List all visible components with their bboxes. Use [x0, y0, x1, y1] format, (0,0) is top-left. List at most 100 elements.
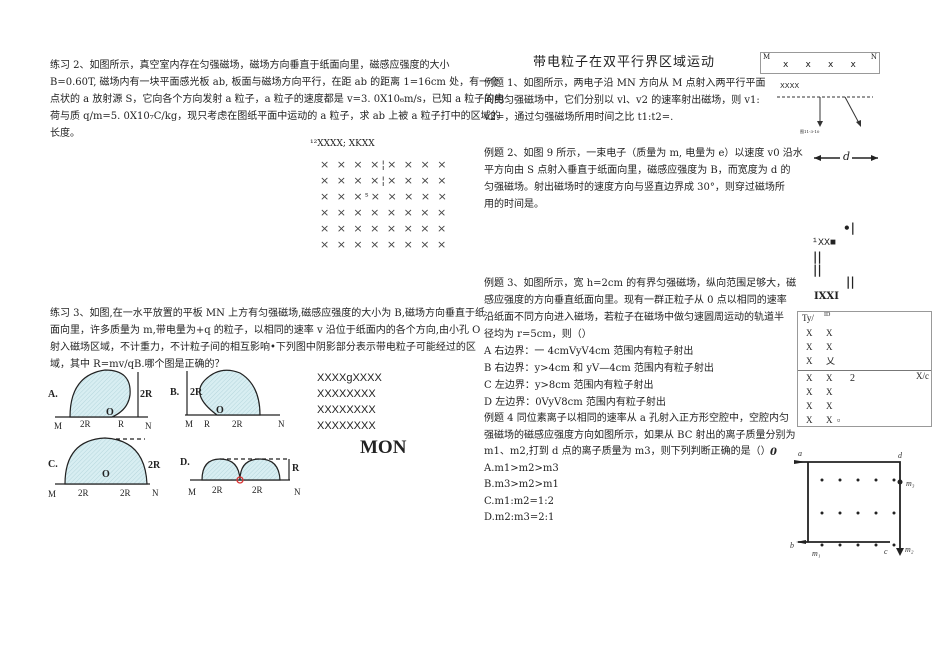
svg-text:R: R [118, 419, 124, 429]
svg-text:2R: 2R [120, 488, 131, 498]
text-line: 长度。 [50, 128, 80, 139]
text-line: × × × × × × × × [320, 206, 449, 219]
svg-text:O: O [106, 407, 114, 418]
text-line: 射入磁场区域，不计重力，不计粒子间的相互影响•下列图中阴影部分表示带电粒子可能经… [50, 342, 476, 353]
svg-text:M: M [185, 419, 193, 429]
option-c-label: C. [48, 459, 58, 470]
option-b-label: B. [170, 387, 180, 398]
text-line: 练习 3、如图,在一水平放置的平板 MN 上方有匀强磁场,磁感应强度的大小为 B… [50, 308, 485, 319]
svg-text:N: N [145, 421, 152, 431]
text-line: 感应强度的方向垂直纸面向里。现有一群正粒子从 0 点以相同的速率 [484, 295, 787, 306]
svg-text:2R: 2R [252, 485, 263, 495]
option-a-label: A. [48, 389, 58, 400]
text-line: C 左边界：y>8cm 范围内有粒子射出 [484, 380, 654, 391]
svg-text:m₂: m₂ [905, 545, 914, 554]
field-x-block: XXXXgXXXX XXXXXXXX XXXXXXXX XXXXXXXX [317, 370, 382, 434]
text-line: XXXXgXXXX [317, 372, 382, 384]
text-line: XXXXXXXX [317, 404, 376, 416]
text-line: 沿纸面不同方向进入磁场，若粒子在磁场中做匀速圆周运动的轨道半 [484, 312, 784, 323]
text-line: 面向里，许多质量为 m,带电量为+q 的粒子，以相同的速率 v 沿位于纸面内的各… [50, 325, 481, 336]
text-line: 例题 1、如图所示，两电子沿 MN 方向从 M 点射入两平行平面 [484, 78, 766, 89]
svg-text:O: O [102, 469, 110, 480]
svg-text:M: M [188, 487, 196, 497]
example-3-text: 例题 3、如图所示，宽 h=2cm 的有界匀强磁场，纵向范围足够大，磁感应强度的… [484, 275, 796, 411]
svg-text:2R: 2R [148, 460, 161, 471]
svg-text:2R: 2R [80, 419, 91, 429]
text-line: 例题 3、如图所示，宽 h=2cm 的有界匀强磁场，纵向范围足够大，磁 [484, 278, 797, 289]
magnetic-field-grid: × × × ×¦× × × × × × × ×¦× × × × × × ×ˢ× × … [320, 157, 449, 253]
text-line: X X [806, 401, 833, 411]
field-dot [874, 543, 878, 547]
field-dot [820, 543, 824, 547]
svg-text:b: b [790, 541, 794, 550]
text-line: X X [806, 373, 833, 383]
text-line: 练习 2、如图所示，真空室内存在匀强磁场，磁场方向垂直于纸面向里，磁感应强度的大… [50, 60, 450, 71]
fig-label: ¹²XXXX; XKXX [310, 139, 375, 149]
example-4-text: 例题 4 同位素离子以相同的速率从 a 孔射入正方形空腔中，空腔内匀强磁场的磁感… [484, 411, 796, 527]
svg-text:2R: 2R [212, 485, 223, 495]
field-dot [838, 478, 842, 482]
text-line: A 右边界：一 4cmVyV4cm 范围内有粒子射出 [484, 346, 694, 357]
text-line: A.m1>m2>m3 [484, 462, 559, 474]
field-dot [892, 511, 896, 515]
text-line: × × × ×¦× × × × [320, 158, 449, 171]
text-line: 例题 4 同位素离子以相同的速率从 a 孔射入正方形空腔中，空腔内匀 [484, 413, 790, 424]
text-line: × × × × × × × × [320, 222, 449, 235]
text-line: X X ▫ [806, 415, 841, 425]
svg-text:2R: 2R [78, 488, 89, 498]
text-line: B.m3>m2>m1 [484, 479, 559, 490]
exercise-3-text: 练习 3、如图,在一水平放置的平板 MN 上方有匀强磁场,磁感应强度的大小为 B… [50, 305, 485, 373]
svg-text:R: R [292, 463, 300, 474]
example-1-figure: M N x x x x [760, 52, 880, 74]
text-line: m1、m2,打到 d 点的离子质量为 m3，则下列判断正确的是（） [484, 446, 771, 457]
text-line: 例题 2、如图 9 所示，一束电子（质量为 m, 电量为 e）以速度 v0 沿水 [484, 148, 803, 159]
text-line: × × × × × × × × [320, 238, 449, 251]
svg-text:N: N [278, 419, 285, 429]
svg-text:M: M [48, 489, 56, 499]
text-line: C.m1:m2=1:2 [484, 495, 555, 507]
example-1-text: 例题 1、如图所示，两电子沿 MN 方向从 M 点射入两平行平面间的匀强磁场中，… [484, 75, 765, 126]
text-line: 荷与质 q/m=5. 0X10₇C/kg，现只考虑在图纸平面中运动的 a 粒子，… [50, 111, 501, 122]
text-line: × × ×ˢ× × × × × [320, 190, 449, 203]
field-dot [892, 478, 896, 482]
svg-text:m₃: m₃ [906, 479, 915, 488]
svg-text:d: d [898, 451, 903, 460]
mon-label: MON [360, 437, 407, 458]
field-dot [874, 511, 878, 515]
text-line: X X [806, 328, 833, 338]
field-dot [838, 543, 842, 547]
text-line: D 左边界：0VyV8cm 范围内有粒子射出 [484, 397, 666, 408]
field-dot [820, 478, 824, 482]
text-line: 平方向由 S 点射入垂直于纸面向里，磁感应强度为 B，而宽度为 d 的 [484, 165, 791, 176]
svg-text:O: O [216, 405, 224, 416]
option-d-label: D. [180, 457, 190, 468]
svg-text:m₁: m₁ [812, 549, 821, 558]
text-line: XXXXXXXX [317, 388, 376, 400]
svg-text:2R: 2R [232, 419, 243, 429]
text-line: 间的匀强磁场中，它们分别以 vl、v2 的速率射出磁场，则 v1: [484, 95, 760, 106]
example-2-width-arrow [814, 155, 878, 161]
text-line: X X [806, 342, 833, 352]
text-line: 域，其中 R=mv/qB.哪个图是正确的？ [50, 359, 225, 370]
svg-text:M: M [54, 421, 62, 431]
exercise-2-text: 练习 2、如图所示，真空室内存在匀强磁场，磁场方向垂直于纸面向里，磁感应强度的大… [50, 57, 504, 142]
text-line: X X [806, 387, 833, 397]
field-dot [856, 478, 860, 482]
text-line: X 乂 [806, 356, 835, 366]
text-line: B 右边界：y>4cm 和 yV—4cm 范围内有粒子射出 [484, 363, 714, 374]
field-dot [856, 543, 860, 547]
text-line: × × × ×¦× × × × [320, 174, 449, 187]
text-line: XXXXXXXX [317, 420, 376, 432]
field-dot [838, 511, 842, 515]
text-line: 点状的 a 放射源 S，它向各个方向发射 a 粒子，a 粒子的速度都是 v=3.… [50, 94, 505, 105]
text-line: B=0.60T, 磁场内有一块平面感光板 ab, 板面与磁场方向平行，在距 ab… [50, 77, 500, 88]
svg-text:2R: 2R [140, 389, 153, 400]
svg-text:N: N [294, 487, 301, 497]
field-dot [820, 511, 824, 515]
page-title: 带电粒子在双平行界区域运动 [533, 55, 716, 70]
text-line: 用的时间是。 [484, 199, 544, 210]
text-line: v2=，通过匀强磁场所用时间之比 t1:t2=. [484, 112, 674, 123]
